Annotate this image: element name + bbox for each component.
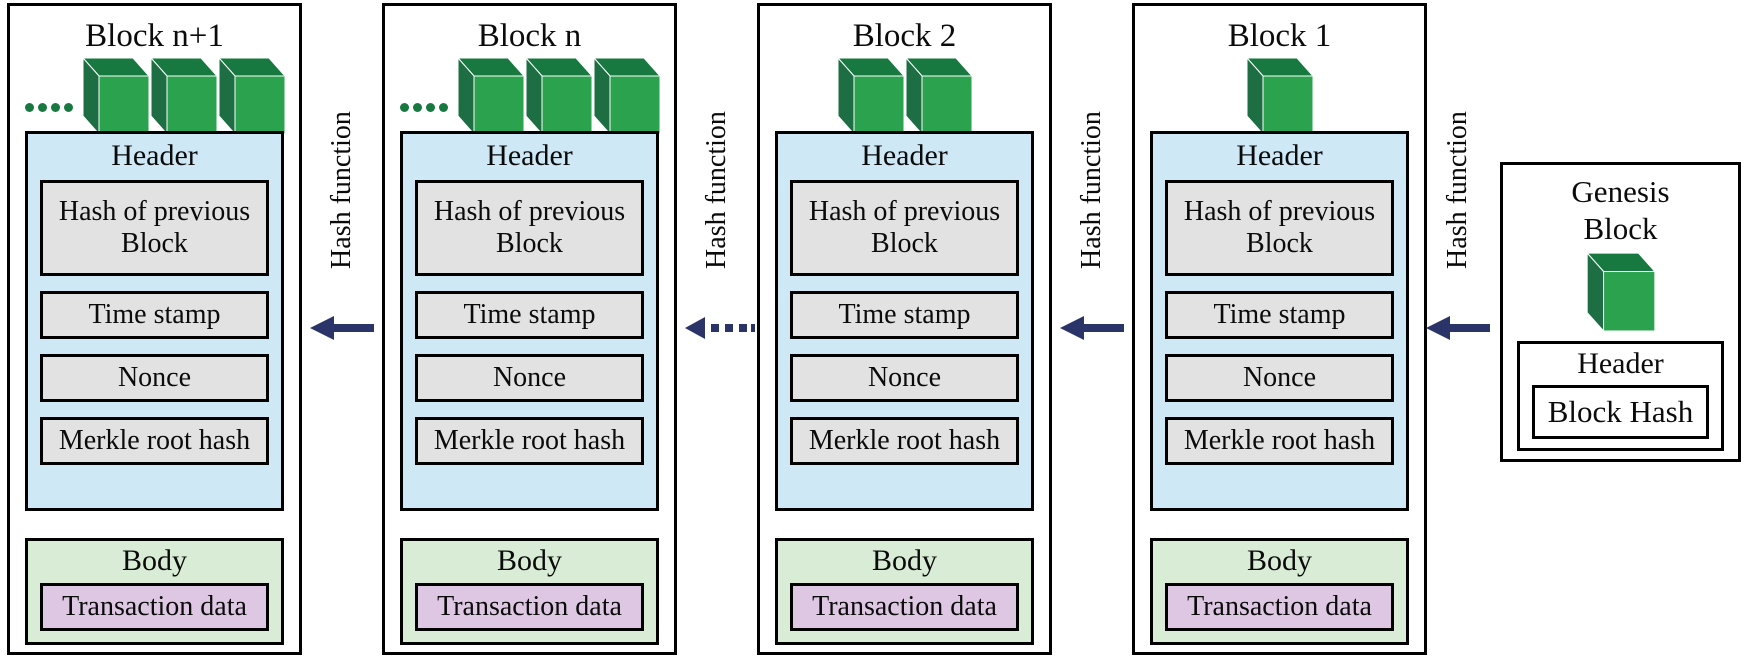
ellipsis-dots-icon: [24, 103, 77, 112]
header-panel: Header Hash of previous Block Time stamp…: [1150, 131, 1409, 511]
header-label: Header: [1236, 139, 1323, 172]
block-n-plus-1: Block n+1 Header Hash of previous Block …: [7, 3, 302, 655]
cube-row: [385, 54, 674, 134]
block-title: Block 1: [1227, 18, 1332, 54]
field-transaction-data: Transaction data: [1165, 583, 1394, 631]
field-time-stamp: Time stamp: [40, 291, 269, 339]
field-nonce: Nonce: [790, 354, 1019, 402]
block-1: Block 1 Header Hash of previous Block Ti…: [1132, 3, 1427, 655]
connector-hash-function-2: Hash function: [612, 0, 822, 400]
body-panel: Body Transaction data: [25, 538, 284, 645]
connector-hash-function-4: Hash function: [1353, 0, 1563, 400]
header-label: Header: [486, 139, 573, 172]
genesis-header-panel: Header Block Hash: [1517, 341, 1724, 451]
block-n: Block n Header Hash of previous Block Ti…: [382, 3, 677, 655]
genesis-title-line1: Genesis: [1571, 174, 1670, 209]
block-cube-icon: [218, 57, 285, 134]
left-arrow-icon: [310, 316, 374, 340]
hash-function-label: Hash function: [1076, 111, 1107, 269]
genesis-title-line2: Block: [1583, 211, 1658, 246]
connector-hash-function-3: Hash function: [987, 0, 1197, 400]
cube-row: [760, 54, 1049, 134]
header-label: Header: [1577, 347, 1664, 380]
body-label: Body: [1246, 544, 1312, 577]
hash-function-label: Hash function: [701, 111, 732, 269]
block-title: Block 2: [852, 18, 957, 54]
block-cube-icon: [525, 57, 592, 134]
field-nonce: Nonce: [40, 354, 269, 402]
field-hash-of-previous-block: Hash of previous Block: [790, 180, 1019, 276]
left-arrow-icon: [1060, 316, 1124, 340]
block-cube-icon: [837, 57, 904, 134]
field-time-stamp: Time stamp: [1165, 291, 1394, 339]
field-nonce: Nonce: [415, 354, 644, 402]
cube-row: [1135, 54, 1424, 134]
field-merkle-root-hash: Merkle root hash: [790, 417, 1019, 465]
body-label: Body: [121, 544, 187, 577]
header-panel: Header Hash of previous Block Time stamp…: [25, 131, 284, 511]
block-cube-icon: [150, 57, 217, 134]
block-cube-icon: [593, 57, 660, 134]
block-cube-icon: [1585, 251, 1656, 331]
field-merkle-root-hash: Merkle root hash: [1165, 417, 1394, 465]
field-nonce: Nonce: [1165, 354, 1394, 402]
block-cube-icon: [457, 57, 524, 134]
genesis-block: Genesis Block Header Block Hash: [1500, 162, 1741, 462]
hash-function-label: Hash function: [1442, 111, 1473, 269]
left-arrow-icon: [1426, 316, 1490, 340]
block-2: Block 2 Header Hash of previous Block Ti…: [757, 3, 1052, 655]
header-panel: Header Hash of previous Block Time stamp…: [775, 131, 1034, 511]
cube-row: [1503, 249, 1738, 331]
field-merkle-root-hash: Merkle root hash: [415, 417, 644, 465]
field-transaction-data: Transaction data: [415, 583, 644, 631]
block-cube-icon: [82, 57, 149, 134]
block-title: Block n+1: [85, 18, 224, 54]
field-hash-of-previous-block: Hash of previous Block: [1165, 180, 1394, 276]
field-transaction-data: Transaction data: [40, 583, 269, 631]
body-panel: Body Transaction data: [1150, 538, 1409, 645]
body-panel: Body Transaction data: [775, 538, 1034, 645]
cube-row: [10, 54, 299, 134]
header-label: Header: [111, 139, 198, 172]
genesis-title: Genesis Block: [1503, 173, 1738, 247]
body-panel: Body Transaction data: [400, 538, 659, 645]
hash-function-label: Hash function: [326, 111, 357, 269]
field-time-stamp: Time stamp: [790, 291, 1019, 339]
connector-hash-function-1: Hash function: [237, 0, 447, 400]
body-label: Body: [871, 544, 937, 577]
header-panel: Header Hash of previous Block Time stamp…: [400, 131, 659, 511]
block-cube-icon: [1246, 57, 1313, 134]
field-block-hash: Block Hash: [1532, 385, 1709, 439]
field-time-stamp: Time stamp: [415, 291, 644, 339]
field-merkle-root-hash: Merkle root hash: [40, 417, 269, 465]
field-hash-of-previous-block: Hash of previous Block: [415, 180, 644, 276]
block-cube-icon: [905, 57, 972, 134]
body-label: Body: [496, 544, 562, 577]
field-transaction-data: Transaction data: [790, 583, 1019, 631]
block-title: Block n: [477, 18, 582, 54]
field-hash-of-previous-block: Hash of previous Block: [40, 180, 269, 276]
header-label: Header: [861, 139, 948, 172]
ellipsis-dots-icon: [399, 103, 452, 112]
dotted-left-arrow-icon: [685, 317, 755, 339]
